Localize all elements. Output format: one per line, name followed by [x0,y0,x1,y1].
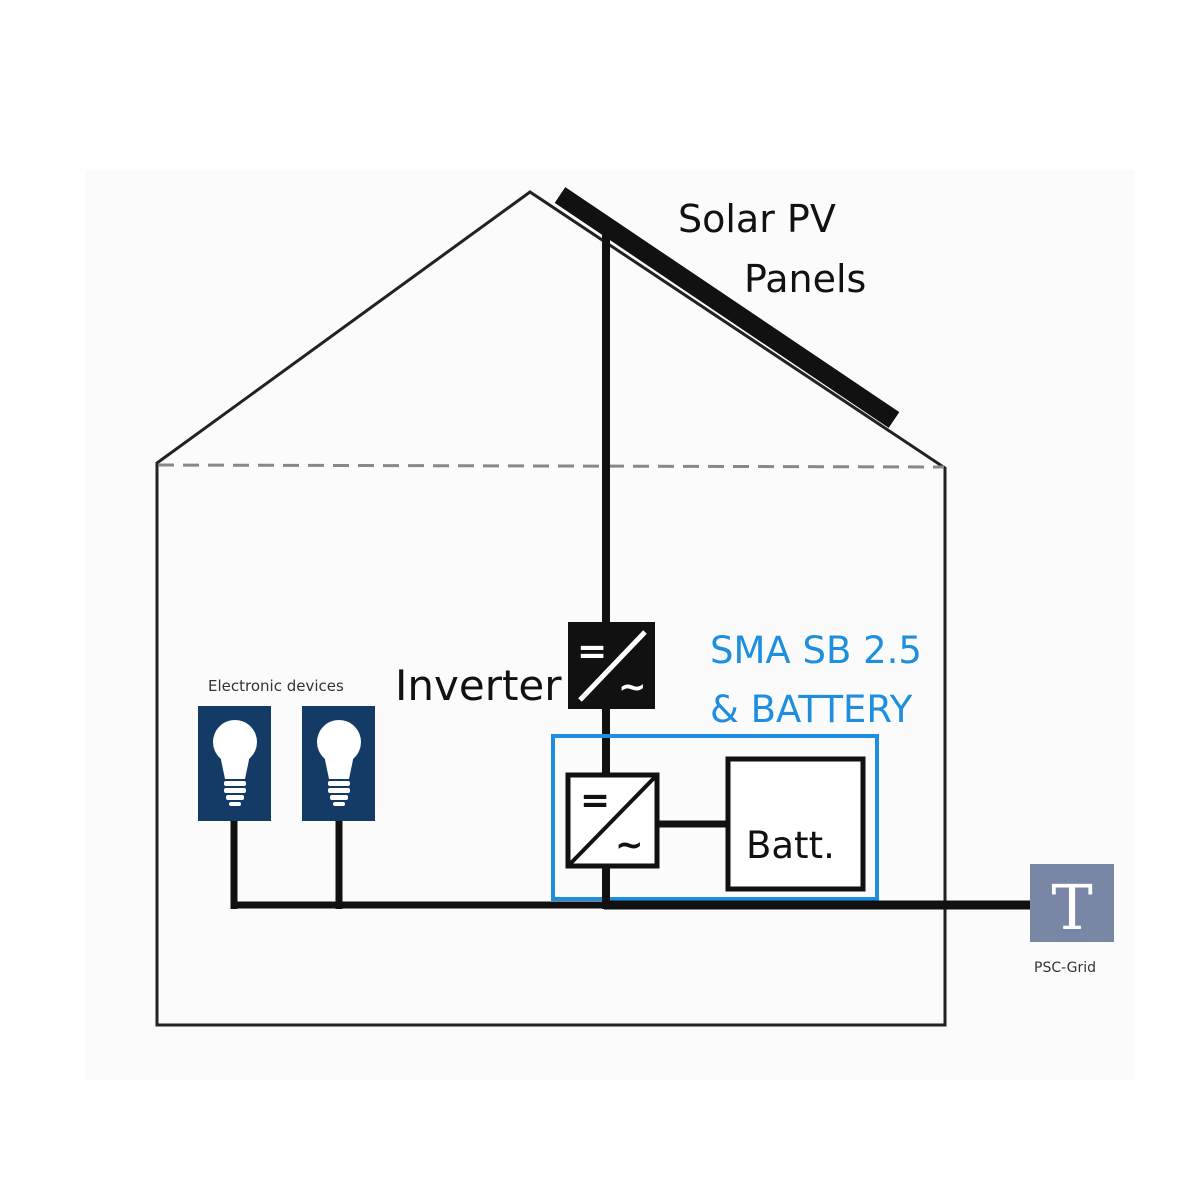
sma-battery-frame [551,734,879,901]
solar-pv-label-line2: Panels [744,257,866,301]
battery-inverter-dc-symbol: = [580,780,610,821]
inverter: = ~ [568,622,655,709]
electronic-device-2 [302,706,375,821]
lightbulb-icon [317,720,361,806]
electronic-device-1 [198,706,271,821]
inverter-diagonal [578,630,647,702]
sma-label-line1: SMA SB 2.5 [710,629,922,672]
electronic-devices-label: Electronic devices [208,677,344,695]
sma-label-line2: & BATTERY [710,688,913,731]
inverter-dc-symbol: = [577,631,607,672]
battery: Batt. [725,756,866,892]
house-outline [155,190,947,1027]
solar-pv-panels [554,187,900,428]
grid-symbol-icon: T [1051,871,1092,944]
psc-grid: T PSC-Grid [1030,864,1114,976]
inverter-ac-symbol: ~ [618,667,647,707]
solar-pv-label-line1: Solar PV [678,197,836,241]
lightbulb-icon [213,720,257,806]
battery-box [725,756,866,892]
battery-inverter-diagonal [568,775,657,866]
grid-label: PSC-Grid [1034,960,1096,976]
grid-box [1030,864,1114,942]
inverter-label: Inverter [395,661,562,710]
battery-label: Batt. [746,824,835,867]
ceiling-dashed-line [157,463,945,469]
battery-inverter-ac-symbol: ~ [615,825,644,865]
battery-inverter: = ~ [565,772,660,869]
